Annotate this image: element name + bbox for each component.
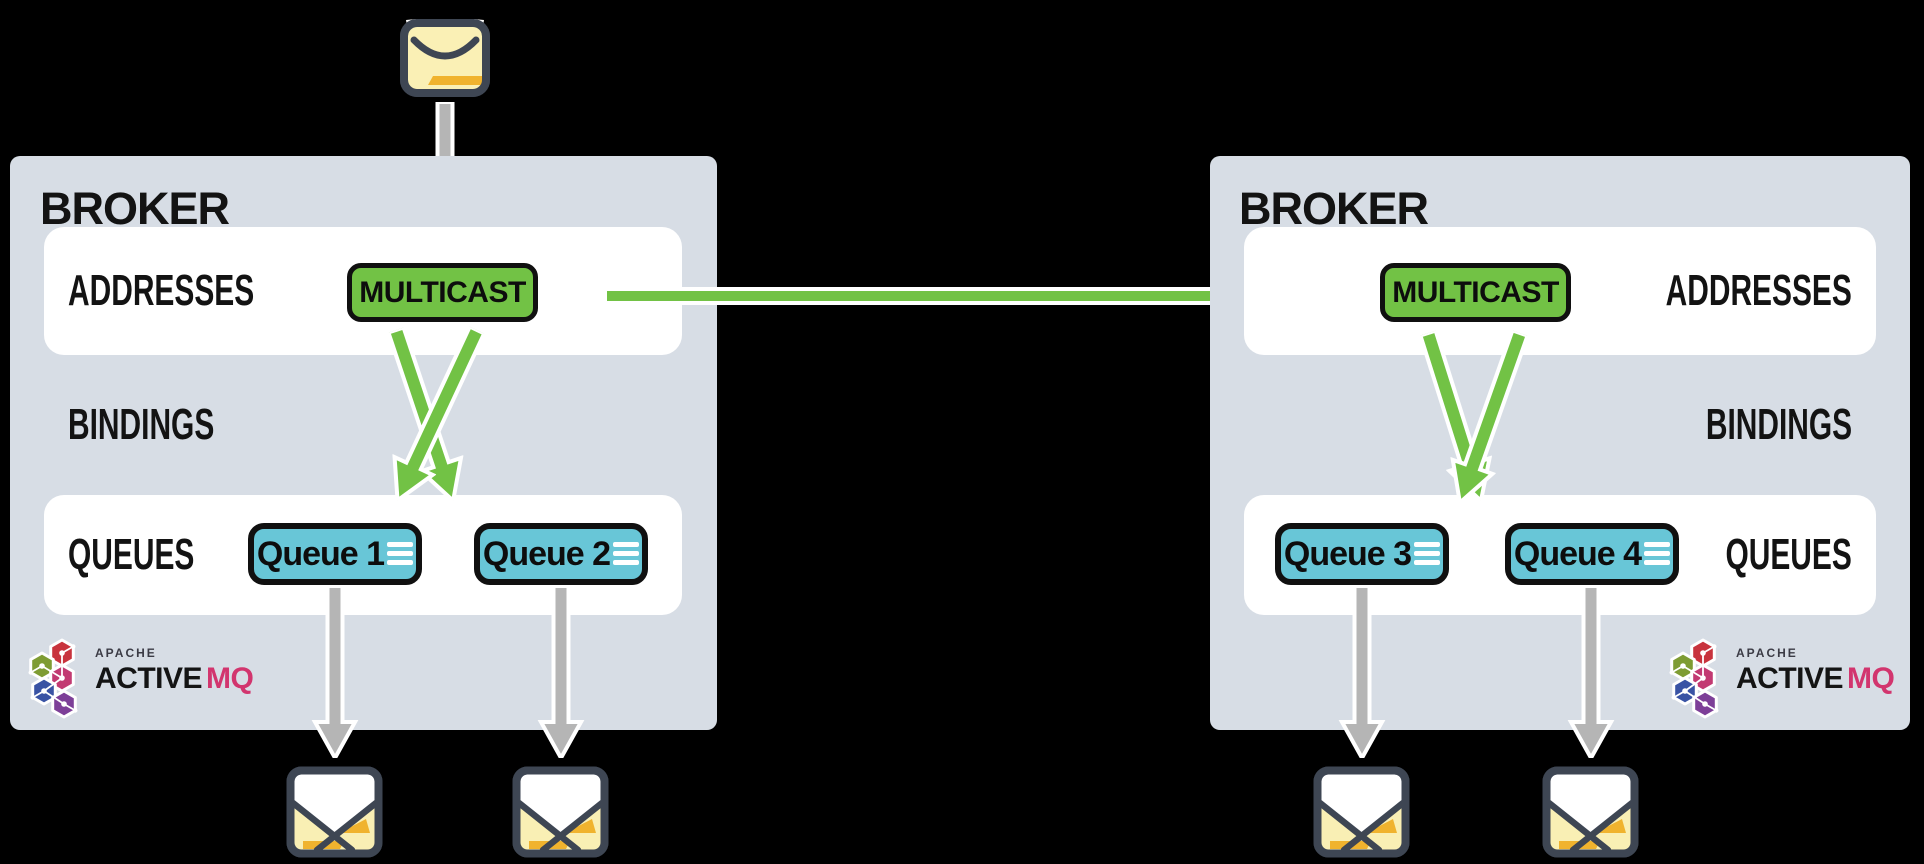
hamburger-lines-icon [1644, 542, 1671, 565]
queue-badge: Queue 3 [1275, 523, 1449, 585]
multicast-label: MULTICAST [359, 275, 526, 309]
addresses-label: ADDRESSES [68, 266, 255, 315]
queue-label: Queue 4 [1513, 534, 1642, 573]
multicast-address-badge: MULTICAST [1380, 263, 1571, 322]
queue-label: Queue 3 [1283, 534, 1412, 573]
hamburger-lines-icon [387, 542, 414, 565]
multicast-address-badge: MULTICAST [347, 263, 538, 322]
binding-arrow [376, 320, 499, 511]
broker-title: BROKER [40, 183, 230, 234]
delivery-arrow [311, 586, 359, 758]
queue-badge: Queue 4 [1505, 523, 1679, 585]
hamburger-lines-icon [613, 542, 640, 565]
consumer-envelope-icon [1542, 766, 1639, 858]
multicast-label: MULTICAST [1392, 275, 1559, 309]
queue-badge: Queue 2 [474, 523, 648, 585]
consumer-envelope-icon [512, 766, 609, 858]
activemq-hexagon-cluster-icon [1669, 638, 1719, 719]
broker-title: BROKER [1239, 183, 1429, 234]
queue-label: Queue 2 [482, 534, 611, 573]
producer-envelope-icon [399, 18, 491, 98]
consumer-envelope-icon [286, 766, 383, 858]
binding-arrow [373, 322, 476, 508]
delivery-arrow [1338, 586, 1386, 758]
queue-badge: Queue 1 [248, 523, 422, 585]
bindings-label: BINDINGS [1705, 400, 1852, 449]
queue-label: Queue 1 [256, 534, 385, 573]
delivery-arrow [537, 586, 585, 758]
broker-panel: BROKER ADDRESSES MULTICAST BINDINGS QUEU… [1210, 156, 1910, 730]
bindings-label: BINDINGS [68, 400, 215, 449]
logo-apache-text: APACHE [95, 646, 157, 660]
consumer-envelope-icon [1313, 766, 1410, 858]
queues-label: QUEUES [68, 530, 195, 579]
logo-apache-text: APACHE [1736, 646, 1798, 660]
queues-label: QUEUES [1725, 530, 1852, 579]
hamburger-lines-icon [1414, 542, 1441, 565]
addresses-label: ADDRESSES [1665, 266, 1852, 315]
binding-arrow [1437, 325, 1542, 511]
broker-panel: BROKER ADDRESSES MULTICAST BINDINGS QUEU… [10, 156, 717, 730]
delivery-arrow [1567, 586, 1615, 758]
activemq-hexagon-cluster-icon [28, 638, 78, 719]
